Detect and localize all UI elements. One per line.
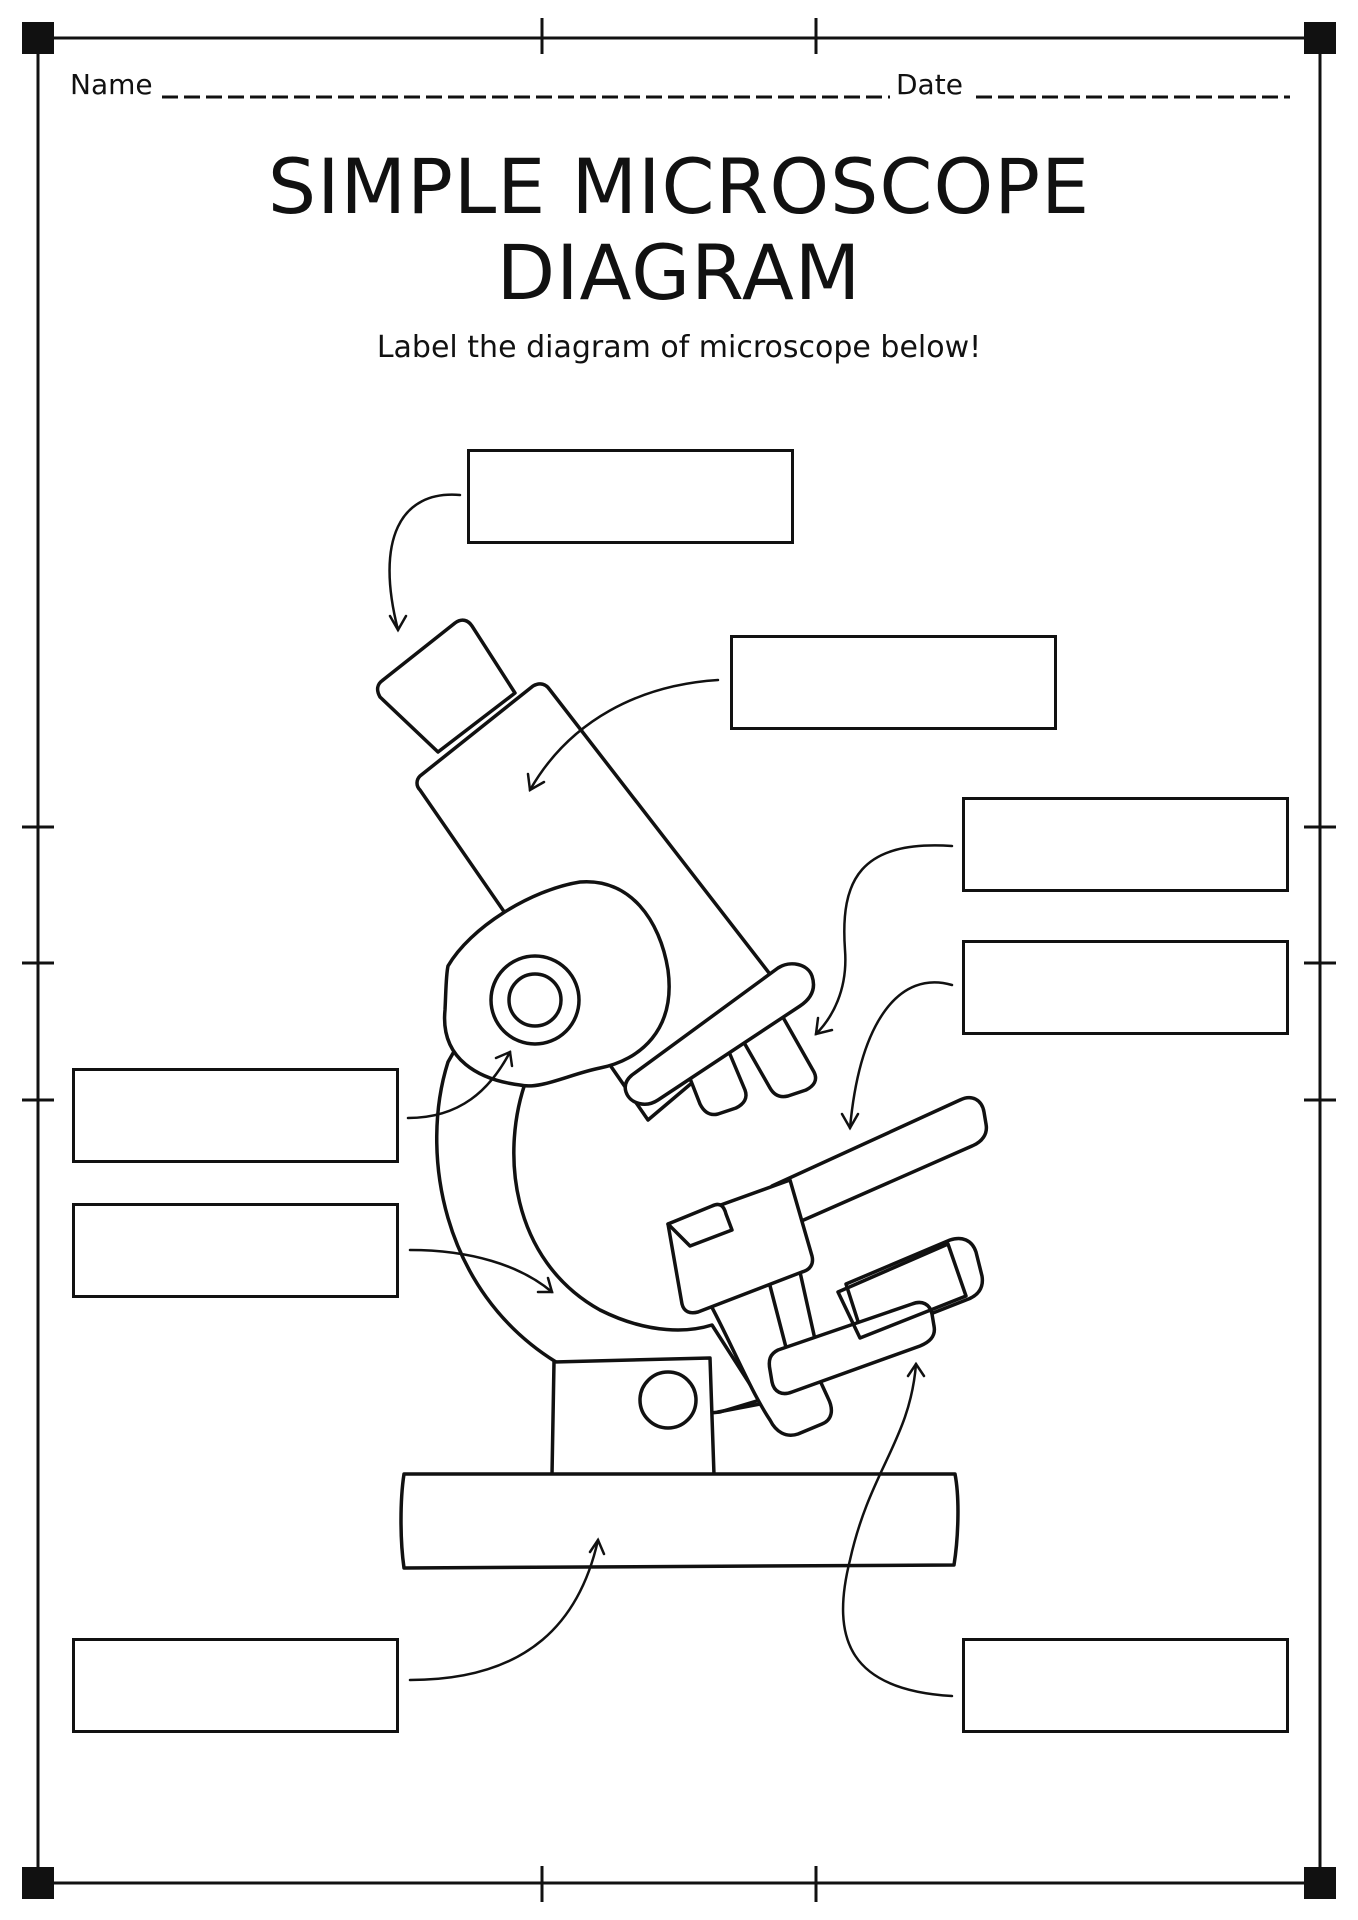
arrow-eyepiece [388, 493, 462, 632]
arrow-condenser [841, 1362, 954, 1698]
page-title-line-2: DIAGRAM [496, 228, 862, 317]
label-box-nosepiece[interactable] [962, 797, 1289, 892]
stage-clip-upper [770, 1095, 989, 1228]
name-label: Name [70, 68, 153, 101]
coarse-focus-knob-inner [507, 972, 563, 1028]
label-box-arm[interactable] [72, 1203, 399, 1298]
arrow-nosepiece [814, 844, 954, 1036]
label-box-stage-clip[interactable] [962, 940, 1289, 1035]
arrow-arm [408, 1248, 554, 1294]
corner-mark-bottom-left [22, 1867, 54, 1899]
arrow-coarse-focus [406, 1050, 512, 1120]
light-source-housing [836, 1242, 968, 1340]
corner-mark-bottom-right [1304, 1867, 1336, 1899]
pillar-stage-link [716, 1402, 762, 1414]
label-box-coarse-focus[interactable] [72, 1068, 399, 1163]
stage-top-tab [666, 1202, 734, 1248]
arrow-body-tube [528, 678, 720, 792]
label-box-condenser[interactable] [962, 1638, 1289, 1733]
pointer-arrows [388, 493, 954, 1698]
date-label: Date [896, 68, 963, 101]
corner-mark-top-right [1304, 22, 1336, 54]
microscope-illustration [375, 618, 989, 1570]
microscope-base [399, 1472, 960, 1570]
page-title-line-1: SIMPLE MICROSCOPE [267, 142, 1091, 231]
eyepiece [375, 618, 517, 754]
revolving-nosepiece [623, 962, 816, 1106]
corner-mark-top-left [22, 22, 54, 54]
arrow-stage-clip [848, 981, 954, 1130]
label-box-base[interactable] [72, 1638, 399, 1733]
label-box-eyepiece[interactable] [467, 449, 794, 544]
fine-focus-knob [638, 1370, 698, 1430]
arrow-base [408, 1538, 600, 1682]
registration-ticks [22, 18, 1336, 1902]
instructions-text: Label the diagram of microscope below! [376, 330, 982, 365]
page-border [36, 36, 1322, 1885]
label-box-body-tube[interactable] [730, 635, 1057, 730]
